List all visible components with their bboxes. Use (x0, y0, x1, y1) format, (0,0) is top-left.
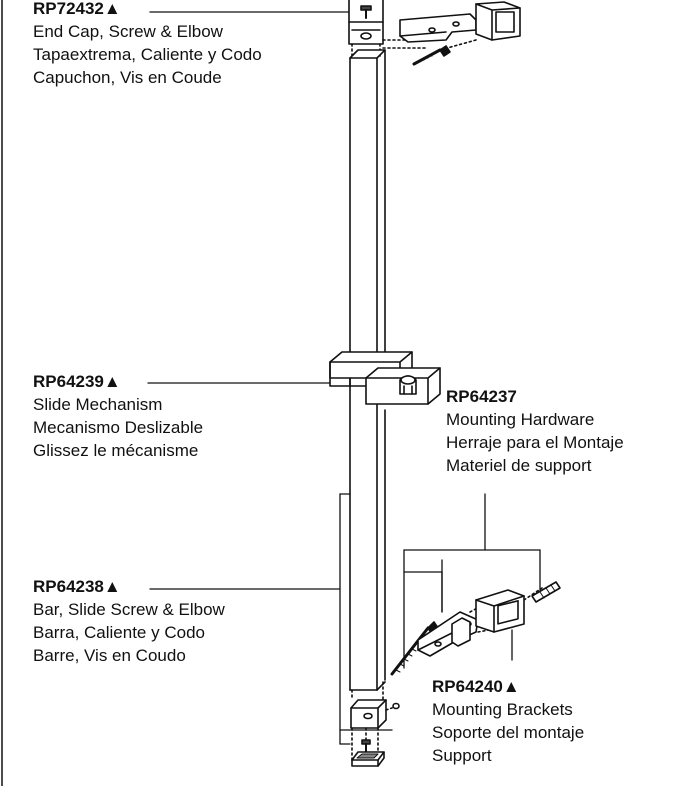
callout-rp64239: RP64239▲ Slide Mechanism Mecanismo Desli… (33, 370, 203, 462)
part-code: RP64237 (446, 387, 517, 406)
callout-rp64237: RP64237 Mounting Hardware Herraje para e… (446, 385, 624, 477)
part-desc-es: Soporte del montaje (432, 723, 585, 742)
top-end-cap-assembly (348, 0, 521, 66)
callout-rp64240: RP64240▲ Mounting Brackets Soporte del m… (432, 675, 584, 767)
part-desc-es: Barra, Caliente y Codo (33, 623, 205, 642)
callout-rp64238: RP64238▲ Bar, Slide Screw & Elbow Barra,… (33, 575, 225, 667)
wall-bracket-assembly (390, 581, 561, 676)
part-desc-en: Mounting Brackets (432, 700, 573, 719)
part-desc-fr: Capuchon, Vis en Coude (33, 68, 222, 87)
part-desc-en: Mounting Hardware (446, 410, 595, 429)
part-desc-en: Slide Mechanism (33, 395, 163, 414)
part-desc-fr: Barre, Vis en Coudo (33, 646, 186, 665)
part-desc-en: End Cap, Screw & Elbow (33, 22, 223, 41)
part-desc-fr: Glissez le mécanisme (33, 441, 199, 460)
part-desc-es: Mecanismo Deslizable (33, 418, 204, 437)
leader-lines (147, 11, 541, 745)
part-desc-es: Tapaextrema, Caliente y Codo (33, 45, 262, 64)
part-code: RP72432▲ (33, 0, 121, 18)
part-code: RP64239▲ (33, 372, 121, 391)
part-desc-es: Herraje para el Montaje (446, 433, 624, 452)
part-code: RP64238▲ (33, 577, 121, 596)
callout-rp72432: RP72432▲ End Cap, Screw & Elbow Tapaextr… (33, 0, 262, 89)
part-desc-en: Bar, Slide Screw & Elbow (33, 600, 225, 619)
bottom-end-cap-assembly (350, 681, 400, 767)
part-desc-fr: Support (432, 746, 492, 765)
part-code: RP64240▲ (432, 677, 520, 696)
slide-mechanism (329, 351, 441, 405)
part-desc-fr: Materiel de support (446, 456, 592, 475)
